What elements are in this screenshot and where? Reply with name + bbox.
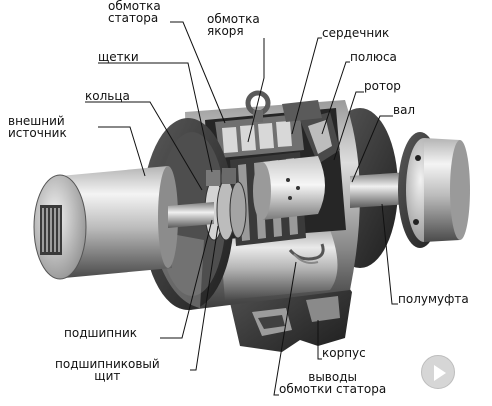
rotor-drum	[262, 156, 325, 220]
external-source	[33, 166, 178, 280]
label-rings: кольца	[85, 89, 130, 103]
label-stator-winding-line1: обмотка	[108, 0, 161, 13]
label-rotor: ротор	[364, 79, 401, 93]
play-icon	[434, 365, 446, 381]
label-bearing-shield-line2: щит	[94, 369, 121, 383]
label-armature-winding-line1: обмотка	[207, 12, 260, 26]
label-armature-winding: обмотка якоря	[207, 13, 260, 37]
play-button[interactable]	[421, 355, 455, 389]
label-poles: полюса	[350, 50, 397, 64]
stator-winding-coils	[215, 114, 304, 158]
label-armature-winding-line2: якоря	[207, 24, 244, 38]
label-external-source-line2: источник	[8, 126, 67, 140]
label-housing: корпус	[322, 346, 366, 360]
label-external-source: внешний источник	[8, 115, 67, 139]
label-bearing: подшипник	[64, 326, 138, 340]
eye-bolt	[245, 90, 271, 122]
label-brushes: щетки	[98, 50, 139, 64]
half-coupling	[398, 132, 470, 248]
shaft	[350, 172, 410, 208]
label-bearing-shield-line1: подшипниковый	[55, 357, 160, 371]
label-half-coupling: полумуфта	[398, 292, 469, 306]
leader-lines	[85, 21, 398, 396]
label-stator-leads-line2: обмотки статора	[279, 382, 387, 396]
label-stator-leads: выводы обмотки статора	[279, 371, 386, 395]
label-stator-leads-line1: выводы	[308, 370, 357, 384]
label-stator-winding-line2: статора	[108, 11, 159, 25]
label-bearing-shield: подшипниковый щит	[55, 358, 160, 382]
label-core: сердечник	[322, 26, 390, 40]
brush-holder	[206, 170, 220, 186]
label-external-source-line1: внешний	[8, 114, 65, 128]
label-stator-winding: обмотка статора	[108, 0, 161, 24]
label-shaft: вал	[393, 103, 416, 117]
